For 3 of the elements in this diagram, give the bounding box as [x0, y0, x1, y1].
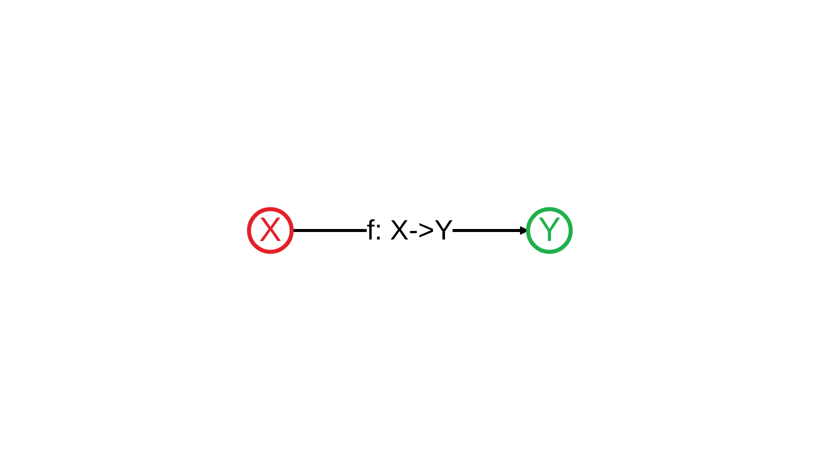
node-circle: Y: [526, 206, 572, 254]
edge-label: f: X->Y: [366, 214, 453, 245]
node-circle: X: [246, 206, 294, 254]
